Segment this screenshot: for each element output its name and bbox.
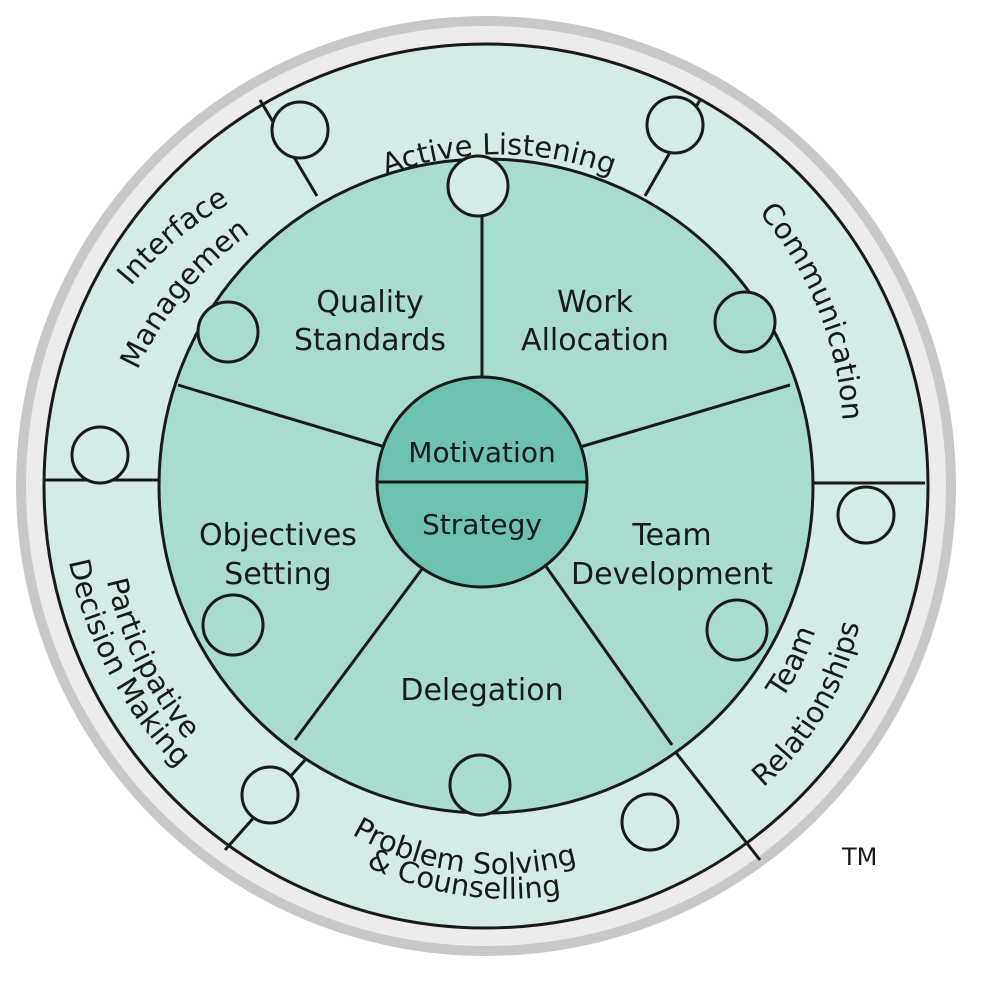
puzzle-tab-outer-right xyxy=(836,485,896,545)
puzzle-tab-right-upper xyxy=(713,290,777,354)
center-top-label: Motivation xyxy=(408,436,555,469)
segment-quality-standards-line2: Standards xyxy=(294,323,446,358)
puzzle-tab-left-upper xyxy=(196,300,260,364)
puzzle-tab-outer-left xyxy=(70,425,130,485)
inner-spokes xyxy=(177,216,791,746)
trademark-mark: TM xyxy=(842,843,878,871)
puzzle-tab-outer-top-left xyxy=(270,100,330,160)
puzzle-tab-right-lower xyxy=(705,598,769,662)
puzzle-tab-top xyxy=(446,154,510,218)
segment-delegation: Delegation xyxy=(400,673,563,708)
segment-work-allocation-line1: Work xyxy=(557,285,634,320)
segment-objectives-setting-line2: Setting xyxy=(224,557,331,592)
segment-quality-standards-line1: Quality xyxy=(316,285,423,320)
puzzle-tab-outer-bottom-right xyxy=(620,792,680,852)
puzzle-tab-bottom xyxy=(448,753,512,817)
segment-objectives-setting-line1: Objectives xyxy=(199,518,357,553)
segment-team-development-line2: Development xyxy=(571,557,773,592)
center-bottom-label: Strategy xyxy=(422,508,542,541)
puzzle-tab-outer-top-right xyxy=(645,95,705,155)
puzzle-tab-outer-bottom-left xyxy=(240,765,300,825)
puzzle-tabs xyxy=(70,95,896,852)
segment-work-allocation-line2: Allocation xyxy=(521,323,669,358)
puzzle-tab-left-lower xyxy=(201,593,265,657)
segment-team-development-line1: Team xyxy=(631,518,711,553)
